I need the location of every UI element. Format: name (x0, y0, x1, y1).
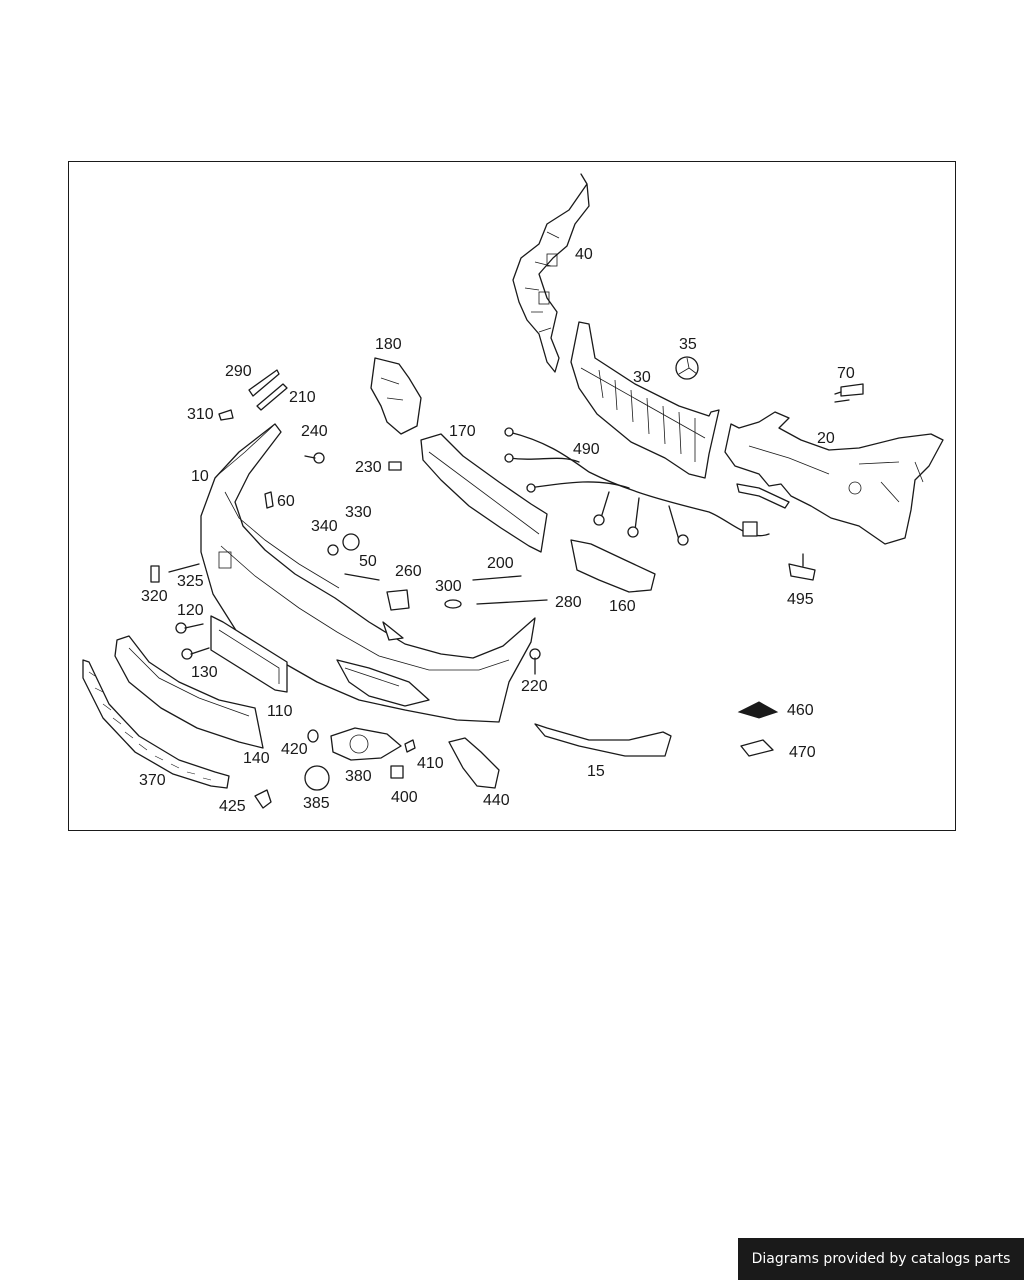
callout-60: 60 (277, 493, 295, 510)
callout-280: 280 (555, 594, 582, 611)
callout-40: 40 (575, 246, 593, 263)
callout-330: 330 (345, 504, 372, 521)
footer-credit: Diagrams provided by catalogs parts (738, 1238, 1024, 1280)
parts-diagram (82, 173, 944, 809)
part-230 (388, 461, 402, 471)
part-40-bracket (512, 173, 590, 373)
part-35-emblem (675, 356, 699, 380)
part-280-strip (476, 599, 548, 605)
part-10-bumper-cover (200, 423, 536, 723)
callout-170: 170 (449, 423, 476, 440)
part-20-bracket (724, 411, 944, 545)
callout-120: 120 (177, 602, 204, 619)
callout-20: 20 (817, 430, 835, 447)
callout-495: 495 (787, 591, 814, 608)
part-300 (444, 599, 462, 609)
callout-260: 260 (395, 563, 422, 580)
part-70-clip (834, 383, 864, 403)
callout-200: 200 (487, 555, 514, 572)
part-380-fog-grille (330, 727, 402, 761)
part-140-trim (114, 635, 264, 749)
callout-220: 220 (521, 678, 548, 695)
part-screws (175, 452, 325, 660)
part-370-grille (82, 659, 230, 789)
callout-400: 400 (391, 789, 418, 806)
part-30-absorber (570, 321, 720, 479)
part-160-bracket (570, 539, 656, 593)
callout-460: 460 (787, 702, 814, 719)
part-220-screw (529, 648, 541, 675)
callout-410: 410 (417, 755, 444, 772)
callout-50: 50 (359, 553, 377, 570)
part-180-bracket (370, 357, 422, 435)
callout-385: 385 (303, 795, 330, 812)
callout-35: 35 (679, 336, 697, 353)
part-60 (264, 491, 274, 509)
callout-470: 470 (789, 744, 816, 761)
part-260 (386, 589, 410, 611)
part-470 (740, 739, 774, 757)
callout-240: 240 (301, 423, 328, 440)
callout-15: 15 (587, 763, 605, 780)
callout-10: 10 (191, 468, 209, 485)
part-495-clip (788, 553, 816, 581)
part-325 (168, 563, 200, 573)
callout-210: 210 (289, 389, 316, 406)
callout-70: 70 (837, 365, 855, 382)
part-15-trim (534, 723, 672, 757)
part-420 (307, 729, 319, 743)
part-330-340 (327, 533, 360, 556)
callout-320: 320 (141, 588, 168, 605)
callout-380: 380 (345, 768, 372, 785)
callout-425: 425 (219, 798, 246, 815)
callout-310: 310 (187, 406, 214, 423)
part-440 (448, 737, 500, 789)
callout-140: 140 (243, 750, 270, 767)
callout-290: 290 (225, 363, 252, 380)
callout-180: 180 (375, 336, 402, 353)
callout-110: 110 (267, 703, 293, 720)
part-410 (404, 739, 416, 753)
part-320 (150, 565, 160, 583)
part-200-strip (472, 575, 522, 581)
callout-30: 30 (633, 369, 651, 386)
parts-diagram-frame: 40 35 30 70 20 180 290 210 310 170 490 2… (68, 161, 956, 831)
callout-130: 130 (191, 664, 218, 681)
part-290-210-310 (218, 369, 288, 421)
callout-370: 370 (139, 772, 166, 789)
callout-160: 160 (609, 598, 636, 615)
callout-420: 420 (281, 741, 308, 758)
part-385-ring (304, 765, 330, 791)
part-490-harness (504, 427, 770, 546)
callout-325: 325 (177, 573, 204, 590)
part-170-absorber (420, 433, 548, 553)
callout-340: 340 (311, 518, 338, 535)
part-110-plate-holder (210, 615, 288, 693)
part-425 (254, 789, 272, 809)
part-50-strip (344, 573, 380, 581)
callout-440: 440 (483, 792, 510, 809)
callout-300: 300 (435, 578, 462, 595)
callout-490: 490 (573, 441, 600, 458)
part-460 (737, 701, 779, 719)
callout-230: 230 (355, 459, 382, 476)
part-400 (390, 765, 404, 779)
